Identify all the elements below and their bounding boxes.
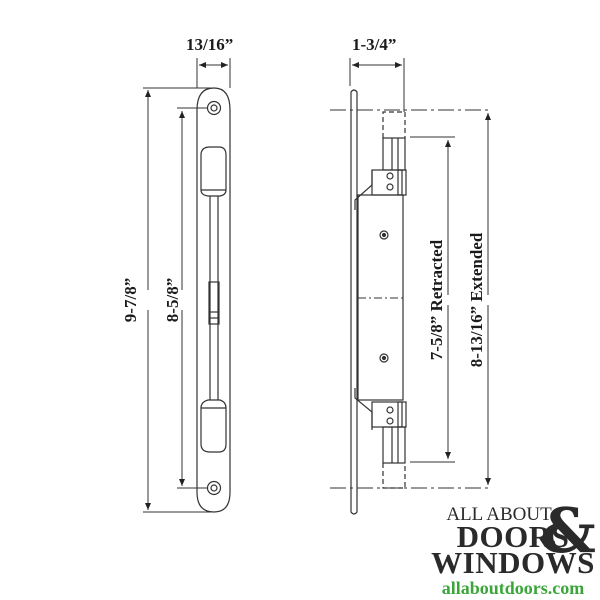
logo-ampersand: &: [540, 494, 596, 567]
hole-spacing-dimension-label: 8-5/8”: [163, 278, 182, 322]
logo-doors-text: DOORS: [456, 519, 570, 554]
retracted-dimension-label: 7-5/8” Retracted: [427, 239, 446, 360]
width-dimension-label: 13/16”: [186, 35, 233, 54]
depth-dimension-label: 1-3/4”: [352, 35, 396, 54]
logo-line-windows: WINDOWS: [431, 545, 595, 580]
logo-line-all-about: ALL ABOUT: [446, 504, 552, 525]
logo-website-url: allaboutdoors.com: [441, 578, 585, 598]
side-view: [330, 58, 491, 515]
overall-height-dimension-label: 9-7/8”: [121, 278, 140, 322]
front-view: [143, 58, 231, 513]
extended-dimension-label: 8-13/16” Extended: [467, 232, 486, 367]
brand-logo: ALL ABOUT DOORS WINDOWS & allaboutdoors.…: [428, 500, 598, 599]
logo-line-doors: DOORS: [428, 521, 598, 552]
